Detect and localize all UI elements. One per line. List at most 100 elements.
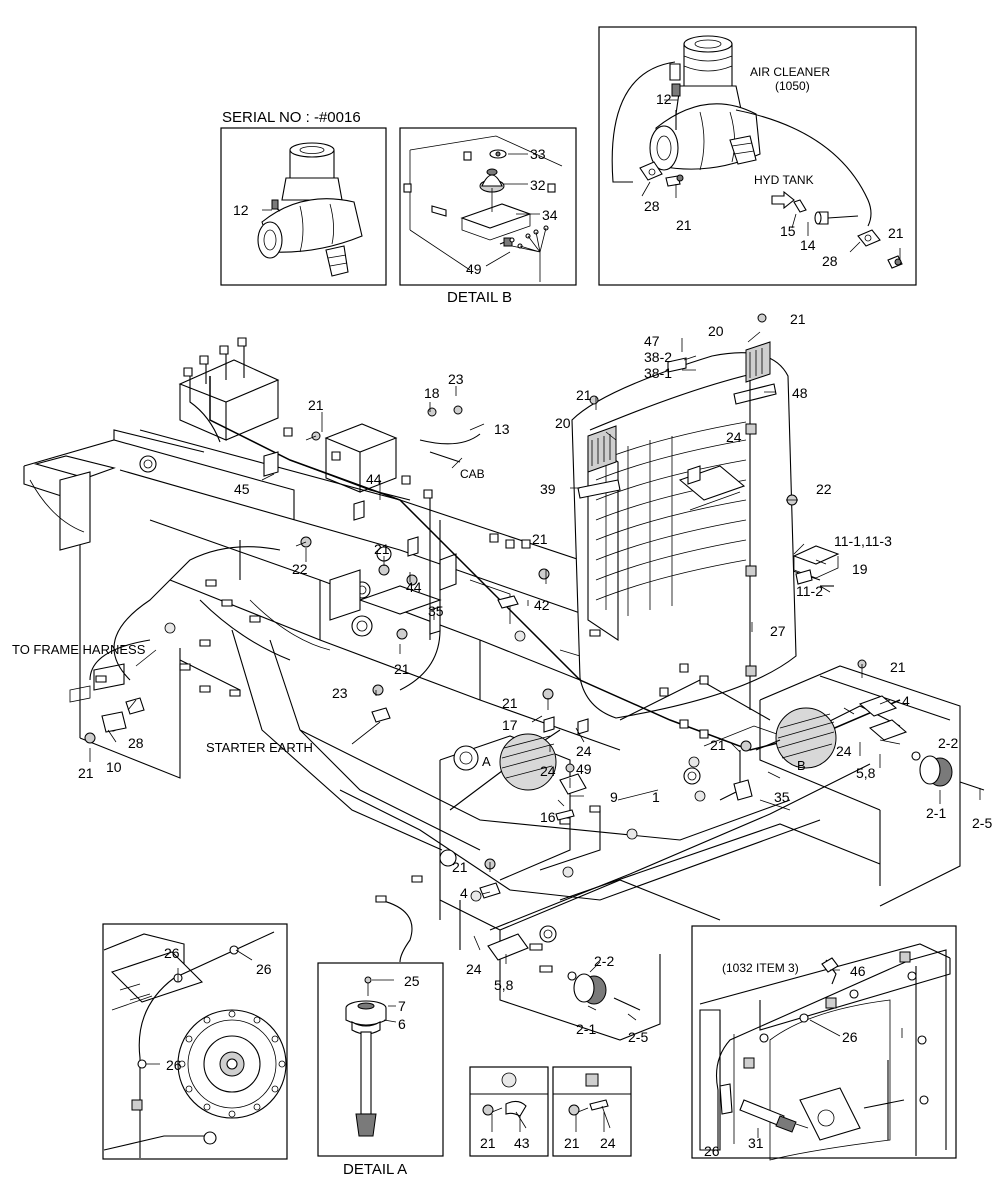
part-number: 42 (534, 597, 550, 613)
part-number: 26 (256, 961, 272, 977)
part-number: 35 (428, 603, 444, 619)
part-number: 43 (514, 1135, 530, 1151)
part-number: 26 (164, 945, 180, 961)
part-number: 22 (816, 481, 832, 497)
hyd-tank-label: HYD TANK (754, 173, 814, 187)
part-number: 27 (770, 623, 786, 639)
part-number: 24 (726, 429, 742, 445)
legend-square-clip (553, 1073, 631, 1129)
part-number: 2-5 (972, 815, 992, 831)
detail-a-sensor (345, 976, 387, 1137)
part-number: 2-2 (594, 953, 614, 969)
part-number: 13 (494, 421, 510, 437)
part-number: 31 (748, 1135, 764, 1151)
part-number: 21 (308, 397, 324, 413)
part-number: 24 (600, 1135, 616, 1151)
part-number: 6 (398, 1016, 406, 1032)
part-number: 11-2 (796, 583, 823, 599)
part-number: 24 (540, 763, 556, 779)
serial-no-label: SERIAL NO : -#0016 (222, 109, 361, 126)
part-number: 16 (540, 809, 556, 825)
part-number: 28 (644, 198, 660, 214)
part-number: 20 (708, 323, 724, 339)
cab-label: CAB (460, 467, 485, 481)
part-number: 22 (292, 561, 308, 577)
part-number: 2-1 (576, 1021, 596, 1037)
part-number: 21 (480, 1135, 496, 1151)
part-number: 26 (166, 1057, 182, 1073)
part-number: 26 (704, 1143, 720, 1159)
part-number: 48 (792, 385, 808, 401)
machine-frame (23, 359, 961, 1041)
part-number: 7 (398, 998, 406, 1014)
inset-legend-square-box (552, 1066, 632, 1157)
detail-b-circle (775, 707, 837, 769)
part-number: 15 (780, 223, 796, 239)
part-number: 21 (710, 737, 726, 753)
labels: SERIAL NO : -#0016 DETAIL B DETAIL A AIR… (12, 65, 992, 1178)
ref-1032-label: (1032 ITEM 3) (722, 961, 799, 975)
part-number: 9 (610, 789, 618, 805)
part-number: 32 (530, 177, 546, 193)
legend-circle-clip (470, 1072, 548, 1129)
part-number: 38-1 (644, 365, 672, 381)
part-number: 21 (532, 531, 548, 547)
part-number: 2-1 (926, 805, 946, 821)
part-number: 26 (842, 1029, 858, 1045)
inset-air-cleaner-box (598, 26, 917, 286)
part-number: 20 (555, 415, 571, 431)
harness-clips (95, 337, 757, 973)
detail-a-circle (499, 733, 557, 791)
part-number: 17 (502, 717, 518, 733)
part-number: 21 (564, 1135, 580, 1151)
part-number: 14 (800, 237, 816, 253)
part-number: 21 (888, 225, 904, 241)
radiator-detail (699, 943, 951, 1161)
part-number: 33 (530, 146, 546, 162)
inset-detail-a-box (317, 962, 444, 1157)
part-number: 21 (790, 311, 806, 327)
detail-b-title: DETAIL B (447, 289, 512, 306)
part-number: 1 (652, 789, 660, 805)
part-number: 5,8 (494, 977, 514, 993)
transmission-detail (103, 931, 287, 1158)
part-number: 24 (576, 743, 592, 759)
leader-lines (89, 99, 981, 1140)
part-number: 4 (902, 693, 910, 709)
part-number: 2-2 (938, 735, 958, 751)
air-cleaner-label: AIR CLEANER (750, 65, 830, 79)
part-number: 12 (233, 202, 249, 218)
starter-earth-label: STARTER EARTH (206, 740, 313, 755)
part-number: 21 (78, 765, 94, 781)
part-number: 44 (406, 579, 422, 595)
part-number: 19 (852, 561, 868, 577)
part-number: 49 (466, 261, 482, 277)
part-number: 45 (234, 481, 250, 497)
part-number: 24 (466, 961, 482, 977)
part-number: 39 (540, 481, 556, 497)
part-number: 47 (644, 333, 660, 349)
part-number: 21 (890, 659, 906, 675)
part-number: 18 (424, 385, 440, 401)
part-number: 44 (366, 471, 382, 487)
part-number: 21 (502, 695, 518, 711)
part-number: 10 (106, 759, 122, 775)
detail-b-marker-label: B (797, 758, 806, 773)
part-number: 38-2 (644, 349, 672, 365)
part-number: 34 (542, 207, 558, 223)
part-number: 21 (676, 217, 692, 233)
part-number: 21 (374, 541, 390, 557)
part-number: 21 (394, 661, 410, 677)
inset-detail-b-box (399, 127, 577, 286)
inset-legend-circle-box (469, 1066, 549, 1157)
inset-radiator-box (691, 925, 957, 1159)
inset-serial-box (220, 127, 387, 286)
part-number: 46 (850, 963, 866, 979)
air-cleaner-number: (1050) (775, 79, 810, 93)
part-number: 24 (836, 743, 852, 759)
part-number: 25 (404, 973, 420, 989)
to-frame-harness-label: TO FRAME HARNESS (12, 642, 146, 657)
part-number: 5,8 (856, 765, 876, 781)
radiator-grille-housing (571, 341, 840, 719)
